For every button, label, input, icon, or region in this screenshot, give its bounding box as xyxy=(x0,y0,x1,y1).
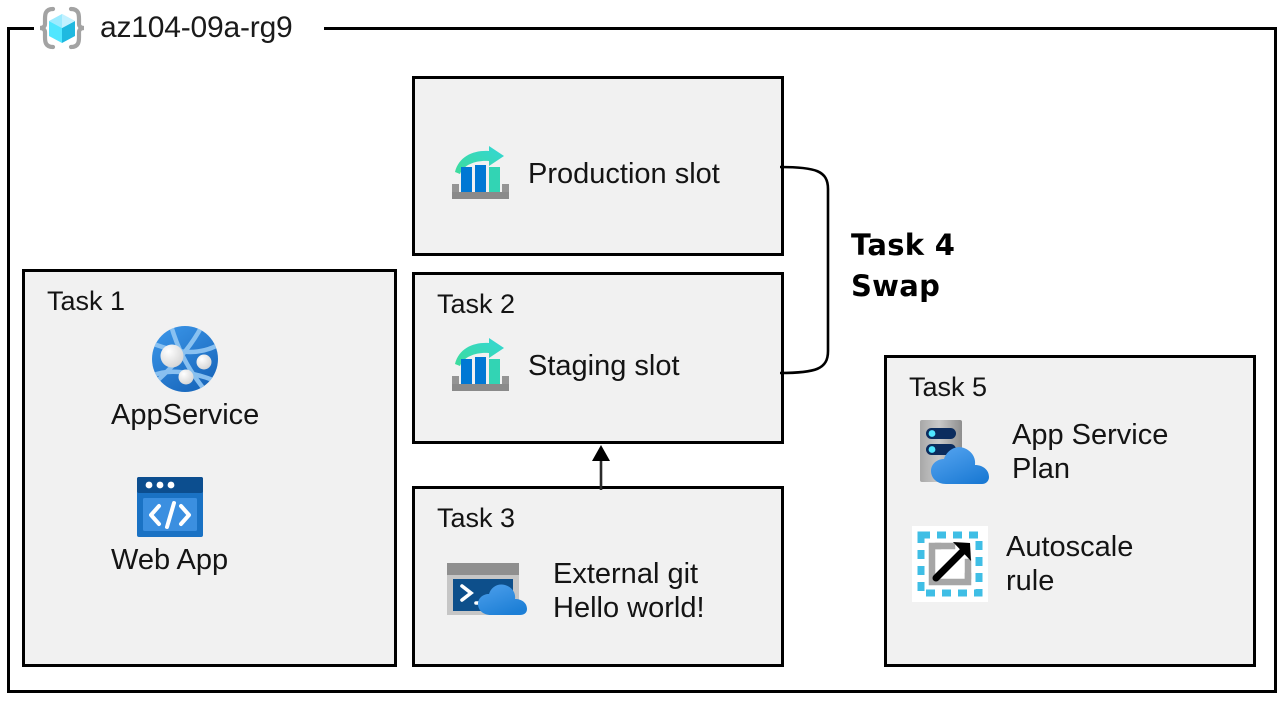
production-slot-label: Production slot xyxy=(528,157,720,190)
deployment-slot-icon xyxy=(448,145,510,203)
task3-title: Task 3 xyxy=(437,503,516,533)
autoscale-rule-icon xyxy=(912,526,988,602)
web-app-browser-icon xyxy=(131,473,209,543)
task1-box: Task 1 xyxy=(22,269,397,667)
resource-group-cube-icon xyxy=(36,5,88,51)
web-app-label: Web App xyxy=(111,544,229,576)
resource-group-name: az104-09a-rg9 xyxy=(100,11,293,44)
production-slot-box: Production slot xyxy=(412,76,784,256)
task3-box: Task 3 External git Hello w xyxy=(412,486,784,667)
autoscale-rule-row: Autoscale rule xyxy=(912,526,1133,602)
staging-slot-row: Staging slot xyxy=(448,337,680,395)
external-git-label: External git Hello world! xyxy=(553,558,705,625)
deployment-slot-icon xyxy=(448,337,510,395)
task2-box: Task 2 Staging slot xyxy=(412,272,784,444)
web-app-item: Web App xyxy=(111,473,228,577)
resource-group-title-notch xyxy=(34,18,324,40)
external-git-row: External git Hello world! xyxy=(443,557,705,625)
staging-slot-label: Staging slot xyxy=(528,349,680,382)
app-service-label: AppService xyxy=(111,399,260,431)
production-slot-row: Production slot xyxy=(448,145,720,203)
app-service-globe-icon xyxy=(146,320,224,398)
autoscale-rule-label: Autoscale rule xyxy=(1006,530,1134,597)
task1-title: Task 1 xyxy=(47,286,126,316)
resource-group-header: az104-09a-rg9 xyxy=(36,3,293,53)
swap-label: Task 4 Swap xyxy=(851,228,956,304)
task5-box: Task 5 xyxy=(884,355,1256,667)
app-service-plan-icon xyxy=(912,414,994,490)
task2-title: Task 2 xyxy=(437,289,516,319)
app-service-plan-label: App Service Plan xyxy=(1012,418,1169,485)
app-service-plan-row: App Service Plan xyxy=(912,414,1168,490)
task5-title: Task 5 xyxy=(909,372,988,402)
cloud-shell-icon xyxy=(443,558,535,624)
app-service-item: AppService xyxy=(111,320,259,432)
